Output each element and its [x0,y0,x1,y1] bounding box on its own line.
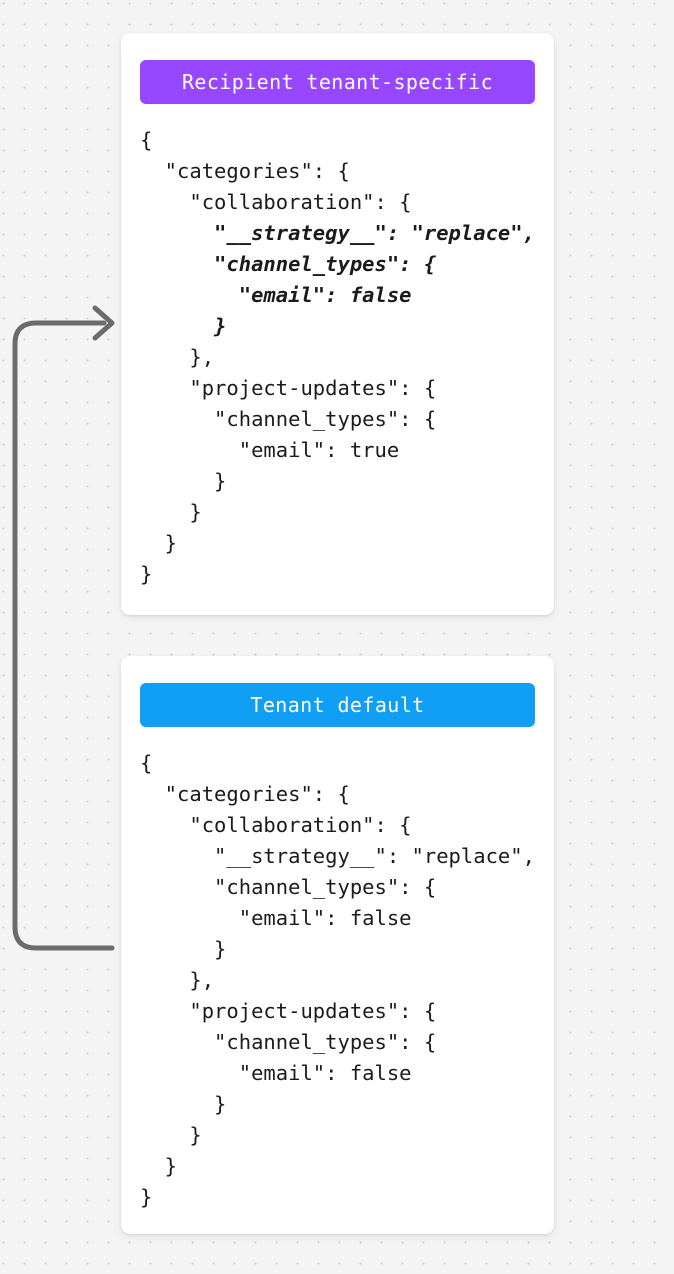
card-header-recipient-tenant-specific: Recipient tenant-specific [140,60,535,104]
code-line: "email": false [140,906,412,930]
code-block-tenant-default: { "categories": { "collaboration": { "__… [140,748,535,1213]
card-recipient-tenant-specific[interactable]: Recipient tenant-specific { "categories"… [121,33,554,615]
code-line: } [140,1092,227,1116]
code-line: "channel_types": { [140,875,437,899]
code-block-recipient-tenant-specific: { "categories": { "collaboration": { "__… [140,125,535,590]
code-line: "channel_types": { [140,1030,437,1054]
code-line: }, [140,968,215,992]
code-line: "project-updates": { [140,376,437,400]
code-line: } [140,1154,178,1178]
code-line: { [140,751,153,775]
code-line: "project-updates": { [140,999,437,1023]
code-line: "collaboration": { [140,813,412,837]
card-tenant-default[interactable]: Tenant default { "categories": { "collab… [121,656,554,1234]
card-header-tenant-default: Tenant default [140,683,535,727]
code-line: } [140,314,227,338]
code-line: } [140,937,227,961]
code-line: "categories": { [140,159,350,183]
code-line: { [140,128,153,152]
code-line: "__strategy__": "replace", [140,221,535,245]
code-line: "channel_types": { [140,252,437,276]
code-line: "collaboration": { [140,190,412,214]
code-line: "email": false [140,1061,412,1085]
code-line: } [140,562,153,586]
code-line: "email": true [140,438,400,462]
code-line: }, [140,345,215,369]
code-line: } [140,1185,153,1209]
code-line: } [140,500,202,524]
code-line: } [140,531,178,555]
code-line: "categories": { [140,782,350,806]
code-line: } [140,1123,202,1147]
code-line: } [140,469,227,493]
code-line: "channel_types": { [140,407,437,431]
code-line: "email": false [140,283,412,307]
code-line: "__strategy__": "replace", [140,844,535,868]
